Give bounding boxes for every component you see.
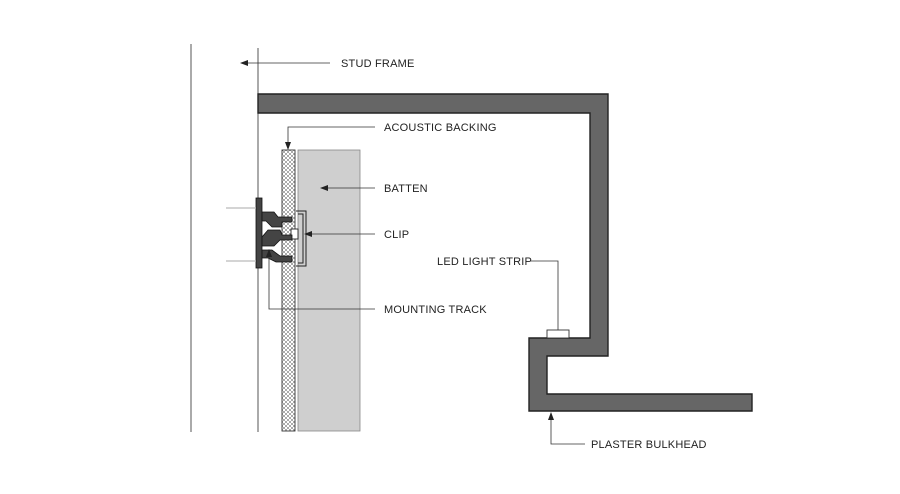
acoustic-backing-leader [287, 126, 375, 144]
mounting-track-leader [268, 256, 375, 310]
stud-frame-label: STUD FRAME [341, 58, 415, 70]
plaster-bulkhead [257, 93, 753, 412]
batten [297, 149, 361, 432]
mounting-track-arrow [266, 249, 272, 257]
clip-arrow [304, 231, 312, 237]
led-light-strip-label: LED LIGHT STRIP [437, 256, 532, 268]
mounting-track-label: MOUNTING TRACK [384, 304, 487, 316]
acoustic-backing-label: ACOUSTIC BACKING [384, 122, 497, 134]
plaster-bulkhead-label: PLASTER BULKHEAD [591, 439, 707, 451]
stud-frame-arrow [240, 60, 248, 66]
plaster-bulkhead-leader [550, 419, 585, 445]
clip [296, 210, 307, 267]
acoustic-backing [281, 149, 296, 432]
led-light-strip-leader [530, 260, 559, 330]
acoustic-backing-arrow [285, 142, 291, 150]
clip-label: CLIP [384, 229, 409, 241]
batten-arrow [320, 185, 328, 191]
led-light-strip [546, 329, 570, 339]
clip-tab [290, 228, 299, 240]
batten-label: BATTEN [384, 183, 428, 195]
plaster-bulkhead-arrow [548, 412, 554, 420]
